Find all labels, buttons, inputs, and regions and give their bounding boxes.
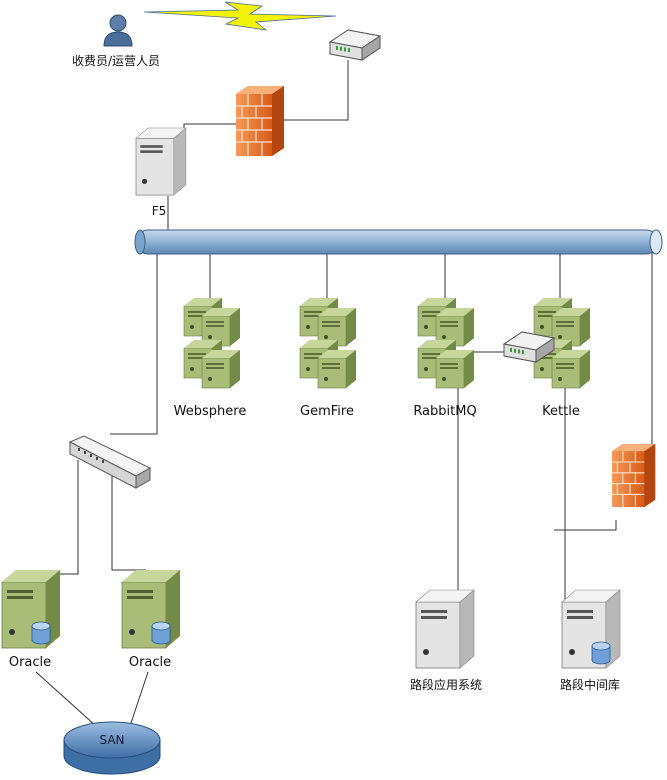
switch-icon — [68, 435, 152, 489]
lightning-icon — [143, 1, 337, 31]
server-cluster-icon — [299, 297, 357, 389]
firewall-icon — [611, 443, 656, 508]
oracle-left-label: Oracle — [8, 655, 52, 670]
network-bus — [134, 229, 663, 255]
server-icon — [135, 127, 187, 196]
user-label: 收费员/运营人员 — [71, 54, 161, 68]
server-icon — [415, 589, 475, 669]
server-cluster-icon — [417, 297, 475, 389]
road-app-label: 路段应用系统 — [409, 678, 483, 692]
router-icon — [329, 29, 381, 61]
database-server-icon — [1, 569, 61, 649]
database-server-icon — [121, 569, 181, 649]
person-icon — [103, 14, 133, 47]
kettle-label: Kettle — [542, 404, 580, 419]
rabbitmq-label: RabbitMQ — [413, 404, 477, 419]
f5-label: F5 — [151, 204, 167, 218]
gemfire-label: GemFire — [300, 404, 354, 419]
database-server-icon — [561, 589, 621, 669]
oracle-right-label: Oracle — [128, 655, 172, 670]
firewall-icon — [235, 85, 285, 157]
san-label: SAN — [99, 733, 125, 747]
server-cluster-icon — [183, 297, 241, 389]
websphere-label: Websphere — [173, 404, 247, 419]
road-middleware-label: 路段中间库 — [559, 678, 621, 692]
storage-icon — [63, 721, 161, 775]
